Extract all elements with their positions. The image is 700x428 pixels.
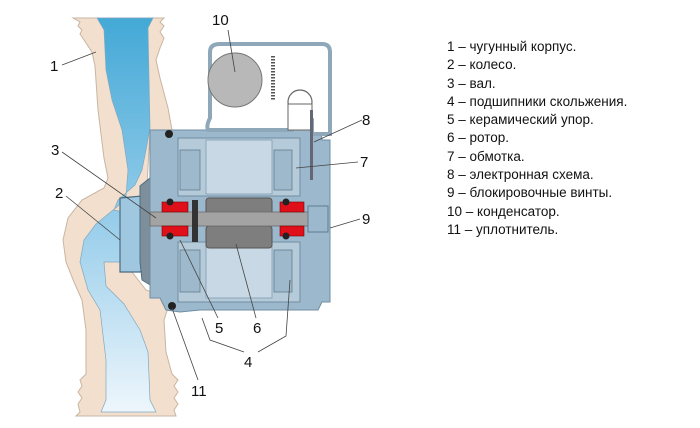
- leader-10: [227, 29, 236, 73]
- legend-item: 5 – керамический упор.: [447, 112, 594, 128]
- electronics-box: [205, 42, 332, 180]
- legend-item: 8 – электронная схема.: [447, 167, 594, 183]
- water-channel: [79, 17, 157, 413]
- seals: [165, 130, 176, 310]
- leader-6: [235, 243, 257, 319]
- legend-item: 2 – колесо.: [447, 57, 517, 73]
- legend-item: 11 – уплотнитель.: [447, 221, 559, 237]
- callout-10: 10: [212, 12, 229, 29]
- callout-2: 2: [55, 185, 63, 202]
- leader-9: [329, 218, 361, 229]
- leader-4b: [257, 279, 291, 353]
- rotor-assembly: [149, 197, 329, 249]
- legend-item: 7 – обмотка.: [447, 148, 525, 164]
- legend-item: 6 – ротор.: [447, 130, 510, 146]
- callout-8: 8: [362, 112, 370, 129]
- legend-item: 3 – вал.: [447, 75, 496, 91]
- leader-8: [313, 119, 363, 143]
- leader-4a: [201, 317, 245, 353]
- callout-1: 1: [50, 58, 58, 75]
- legend-item: 10 – конденсатор.: [447, 203, 560, 219]
- callout-5: 5: [215, 320, 223, 337]
- leader-2: [65, 195, 121, 241]
- leader-3: [61, 151, 157, 219]
- callout-3: 3: [51, 142, 59, 159]
- callout-6: 6: [253, 320, 261, 337]
- leader-1: [61, 51, 97, 66]
- leader-lines: [61, 29, 363, 381]
- legend: 1 – чугунный корпус. 2 – колесо. 3 – вал…: [447, 38, 627, 239]
- callouts: 1 2 3 4 5 6 7 8 9 10 11: [50, 12, 370, 400]
- callout-9: 9: [362, 211, 370, 228]
- callout-4: 4: [244, 354, 252, 371]
- legend-item: 1 – чугунный корпус.: [447, 39, 577, 54]
- leader-7: [295, 161, 359, 169]
- legend-item: 4 – подшипники скольжения.: [447, 93, 628, 109]
- callout-11: 11: [191, 383, 207, 400]
- callout-7: 7: [360, 154, 368, 171]
- legend-item: 9 – блокировочные винты.: [447, 185, 613, 201]
- leader-11: [171, 307, 199, 381]
- leader-5: [179, 239, 219, 319]
